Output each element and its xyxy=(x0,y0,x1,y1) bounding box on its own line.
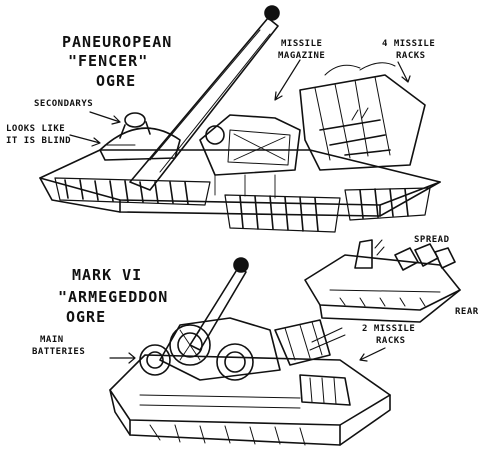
armageddon-label-main-line1: MAIN xyxy=(40,335,64,345)
fencer-label-secondarys: SECONDARYS xyxy=(34,99,94,109)
armageddon-label-main-line2: BATTERIES xyxy=(32,347,86,357)
fencer-label-blind-line1: LOOKS LIKE xyxy=(6,124,66,134)
fencer-label-magazine-line1: MISSILE xyxy=(281,39,323,49)
spread-label: SPREAD xyxy=(414,235,450,245)
armageddon-label-racks-line1: 2 MISSILE xyxy=(362,324,416,334)
armageddon-title-line2: "ARMEGEDDON xyxy=(58,288,169,306)
rear-label: REAR xyxy=(455,307,479,317)
spread-rack-detail-drawing xyxy=(304,239,461,323)
fencer-title-line3: OGRE xyxy=(96,72,137,90)
fencer-title-line2: "FENCER" xyxy=(68,52,149,70)
fencer-label-racks-line2: RACKS xyxy=(396,51,426,61)
fencer-label-magazine-line2: MAGAZINE xyxy=(278,51,326,61)
fencer-title-line1: PANEUROPEAN xyxy=(62,33,173,51)
fencer-label-racks-line1: 4 MISSILE xyxy=(382,39,436,49)
fencer-label-blind-line2: IT IS BLIND xyxy=(6,136,72,146)
armageddon-ogre-drawing xyxy=(109,257,391,446)
armageddon-callout-arrows xyxy=(109,347,386,364)
armageddon-title-line3: OGRE xyxy=(66,308,107,326)
fencer-callout-arrows xyxy=(69,59,411,147)
armageddon-label-racks-line2: RACKS xyxy=(376,336,406,346)
fencer-ogre-drawing xyxy=(39,5,441,233)
armageddon-title-line1: MARK VI xyxy=(72,266,143,284)
